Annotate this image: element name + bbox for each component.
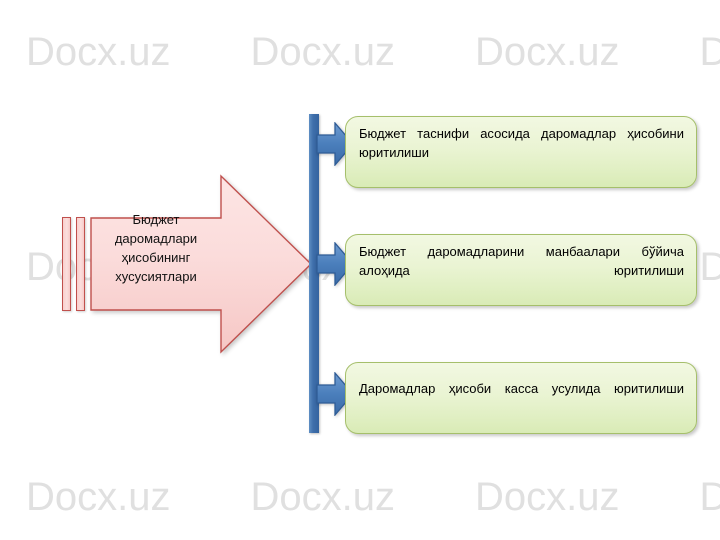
watermark-text: Docx.uz bbox=[699, 244, 720, 289]
feature-box: Даромадлар ҳисоби касса усулида юритилиш… bbox=[345, 362, 697, 434]
source-arrow-tail-bar bbox=[76, 217, 85, 311]
watermark-text: Docx.uz bbox=[699, 29, 720, 74]
source-arrow-tail-bar bbox=[62, 217, 71, 311]
watermark-text: Docx.uz bbox=[250, 474, 396, 519]
source-arrow-shape bbox=[90, 174, 312, 354]
source-arrow-label: Бюджет даромадлари ҳисобининг хусусиятла… bbox=[114, 212, 198, 284]
watermark-row-top: Docx.uz Docx.uz Docx.uz Docx.uz bbox=[0, 24, 720, 80]
feature-box-label: Бюджет таснифи асосида даромадлар ҳисоби… bbox=[359, 125, 684, 160]
feature-box: Бюджет таснифи асосида даромадлар ҳисоби… bbox=[345, 116, 697, 188]
watermark-row-bottom: Docx.uz Docx.uz Docx.uz Docx.uz bbox=[0, 469, 720, 525]
connector-spine bbox=[309, 114, 319, 433]
watermark-text: Docx.uz bbox=[250, 29, 396, 74]
watermark-text: Docx.uz bbox=[475, 29, 620, 74]
connector-arrow-icon bbox=[316, 122, 354, 166]
watermark-text: Docx.uz bbox=[26, 29, 171, 74]
feature-box-label: Даромадлар ҳисоби касса усулида юритилиш… bbox=[359, 381, 684, 396]
feature-box-label: Бюджет даромадларини манбаалари бўйича а… bbox=[359, 243, 684, 278]
connector-arrow-icon bbox=[316, 242, 354, 286]
watermark-text: Docx.uz bbox=[699, 474, 720, 519]
connector-arrow-icon bbox=[316, 372, 354, 416]
watermark-text: Docx.uz bbox=[475, 474, 620, 519]
watermark-text: Docx.uz bbox=[26, 474, 171, 519]
feature-box: Бюджет даромадларини манбаалари бўйича а… bbox=[345, 234, 697, 306]
